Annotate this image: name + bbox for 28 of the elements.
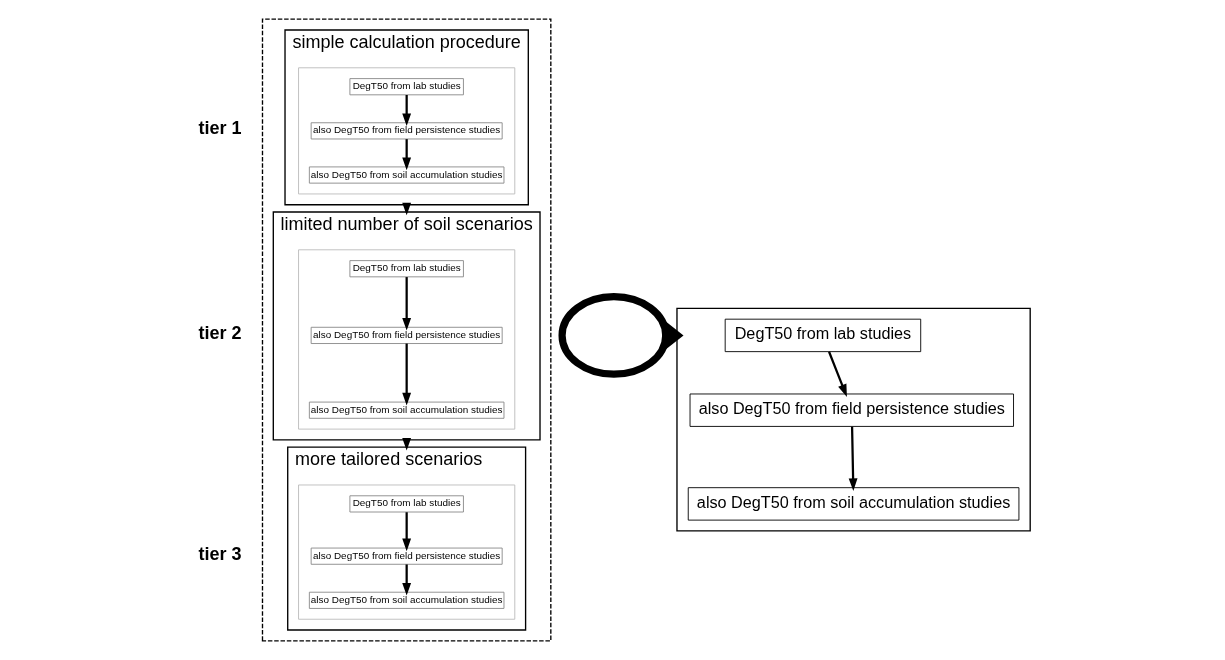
node-box: DegT50 from lab studies — [348, 78, 464, 96]
label: tier 2 — [198, 323, 242, 344]
cluster — [261, 18, 551, 642]
node-box: also DegT50 from field persistence studies — [689, 393, 1014, 427]
node-box: also DegT50 from soil accumulation studies — [308, 401, 504, 419]
arrow — [401, 512, 411, 552]
node-box: DegT50 from lab studies — [724, 318, 921, 353]
node-box: DegT50 from lab studies — [348, 495, 464, 513]
cluster — [297, 67, 515, 195]
arrow — [401, 95, 411, 127]
arrow — [401, 277, 411, 331]
cluster — [297, 484, 515, 620]
arrow — [848, 426, 858, 492]
cluster — [675, 307, 1031, 532]
node-box: also DegT50 from soil accumulation studies — [308, 591, 504, 609]
node-box: also DegT50 from soil accumulation studies — [687, 487, 1019, 521]
arrow — [401, 343, 411, 406]
label: tier 3 — [198, 543, 242, 564]
node-box: DegT50 from lab studies — [348, 260, 464, 278]
node-box: also DegT50 from field persistence studies — [310, 122, 503, 140]
node-box: also DegT50 from field persistence studies — [310, 547, 503, 565]
label: tier 1 — [198, 118, 242, 139]
arrow — [401, 564, 411, 596]
node-box: also DegT50 from field persistence studies — [310, 326, 503, 344]
cluster — [297, 249, 515, 430]
node-box: also DegT50 from soil accumulation studies — [308, 166, 504, 184]
arrow — [827, 351, 847, 397]
arrow — [401, 139, 411, 171]
